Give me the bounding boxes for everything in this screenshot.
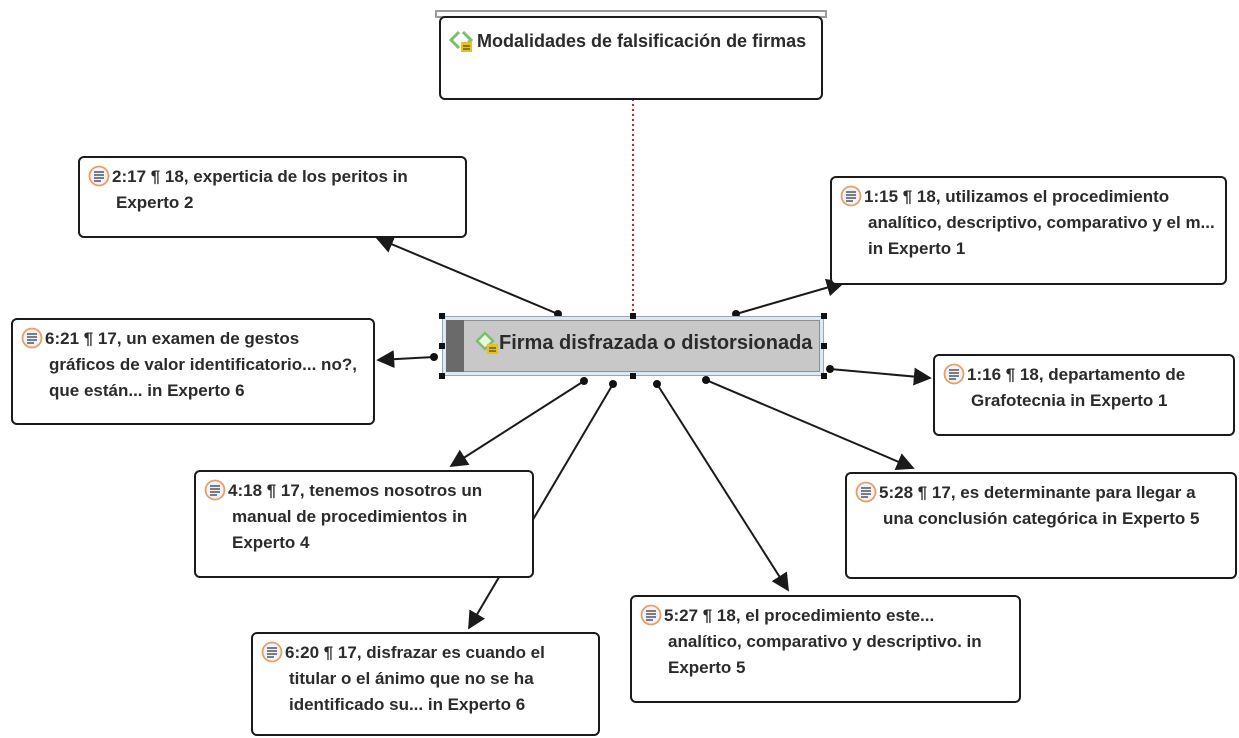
quotation-text: 6:21 ¶ 17, un examen de gestos gráficos … — [45, 329, 357, 400]
code-with-memo-icon — [475, 331, 498, 354]
quotation-icon — [840, 185, 862, 207]
link-to-q-6-21 — [376, 350, 435, 369]
quotation-node[interactable]: 5:28 ¶ 17, es determinante para llegar a… — [845, 472, 1237, 579]
selection-handle[interactable] — [439, 373, 445, 379]
code-node-modalidades[interactable]: Modalidades de falsificación de firmas — [439, 16, 823, 100]
selection-handle[interactable] — [821, 313, 827, 319]
selection-handle[interactable] — [821, 373, 827, 379]
selection-handle[interactable] — [630, 313, 636, 319]
quotation-icon — [855, 481, 877, 503]
quotation-text: 2:17 ¶ 18, experticia de los peritos in … — [112, 167, 408, 212]
anchor-dot — [609, 380, 617, 388]
anchor-dot — [430, 353, 438, 361]
quotation-node[interactable]: 1:16 ¶ 18, departamento de Grafotecnia i… — [933, 354, 1235, 436]
anchor-dot — [826, 365, 834, 373]
quotation-icon — [88, 165, 110, 187]
anchor-dot — [653, 380, 661, 388]
node-left-bar — [446, 320, 464, 372]
quotation-node[interactable]: 4:18 ¶ 17, tenemos nosotros un manual de… — [194, 470, 534, 578]
quotation-text: 1:16 ¶ 18, departamento de Grafotecnia i… — [967, 365, 1186, 410]
quotation-icon — [21, 327, 43, 349]
code-label: Firma disfrazada o distorsionada — [499, 332, 813, 354]
quotation-text: 5:28 ¶ 17, es determinante para llegar a… — [879, 483, 1200, 528]
quotation-icon — [943, 363, 965, 385]
selection-handle[interactable] — [630, 373, 636, 379]
code-label: Modalidades de falsificación de firmas — [477, 31, 807, 51]
link-to-q-6-20 — [468, 383, 614, 630]
link-to-q-1-15 — [735, 278, 845, 315]
quotation-icon — [204, 479, 226, 501]
anchor-dot — [580, 377, 588, 385]
quotation-node[interactable]: 6:20 ¶ 17, disfrazar es cuando el titula… — [251, 632, 600, 736]
quotation-node[interactable]: 6:21 ¶ 17, un examen de gestos gráficos … — [11, 318, 375, 425]
quotation-text: 6:20 ¶ 17, disfrazar es cuando el titula… — [285, 643, 545, 714]
code-node-firma-disfrazada[interactable]: Firma disfrazada o distorsionada — [442, 316, 824, 376]
code-with-memo-icon — [448, 30, 474, 52]
link-to-q-1-16 — [829, 367, 932, 386]
selection-handle[interactable] — [821, 343, 827, 349]
link-to-q-2-17 — [375, 235, 559, 315]
link-to-q-5-27 — [656, 383, 789, 592]
link-to-q-5-28 — [705, 379, 915, 470]
quotation-node[interactable]: 2:17 ¶ 18, experticia de los peritos in … — [78, 156, 467, 238]
quotation-text: 4:18 ¶ 17, tenemos nosotros un manual de… — [228, 481, 483, 552]
node-body — [446, 320, 820, 372]
quotation-node[interactable]: 1:15 ¶ 18, utilizamos el procedimiento a… — [830, 176, 1227, 285]
quotation-node[interactable]: 5:27 ¶ 18, el procedimiento este... anal… — [630, 595, 1021, 703]
link-to-q-4-18 — [449, 380, 585, 467]
selection-handle[interactable] — [439, 313, 445, 319]
quotation-text: 1:15 ¶ 18, utilizamos el procedimiento a… — [864, 187, 1215, 258]
quotation-text: 5:27 ¶ 18, el procedimiento este... anal… — [664, 606, 982, 677]
quotation-icon — [640, 604, 662, 626]
quotation-icon — [261, 641, 283, 663]
anchor-dot — [702, 376, 710, 384]
selection-handle[interactable] — [439, 343, 445, 349]
